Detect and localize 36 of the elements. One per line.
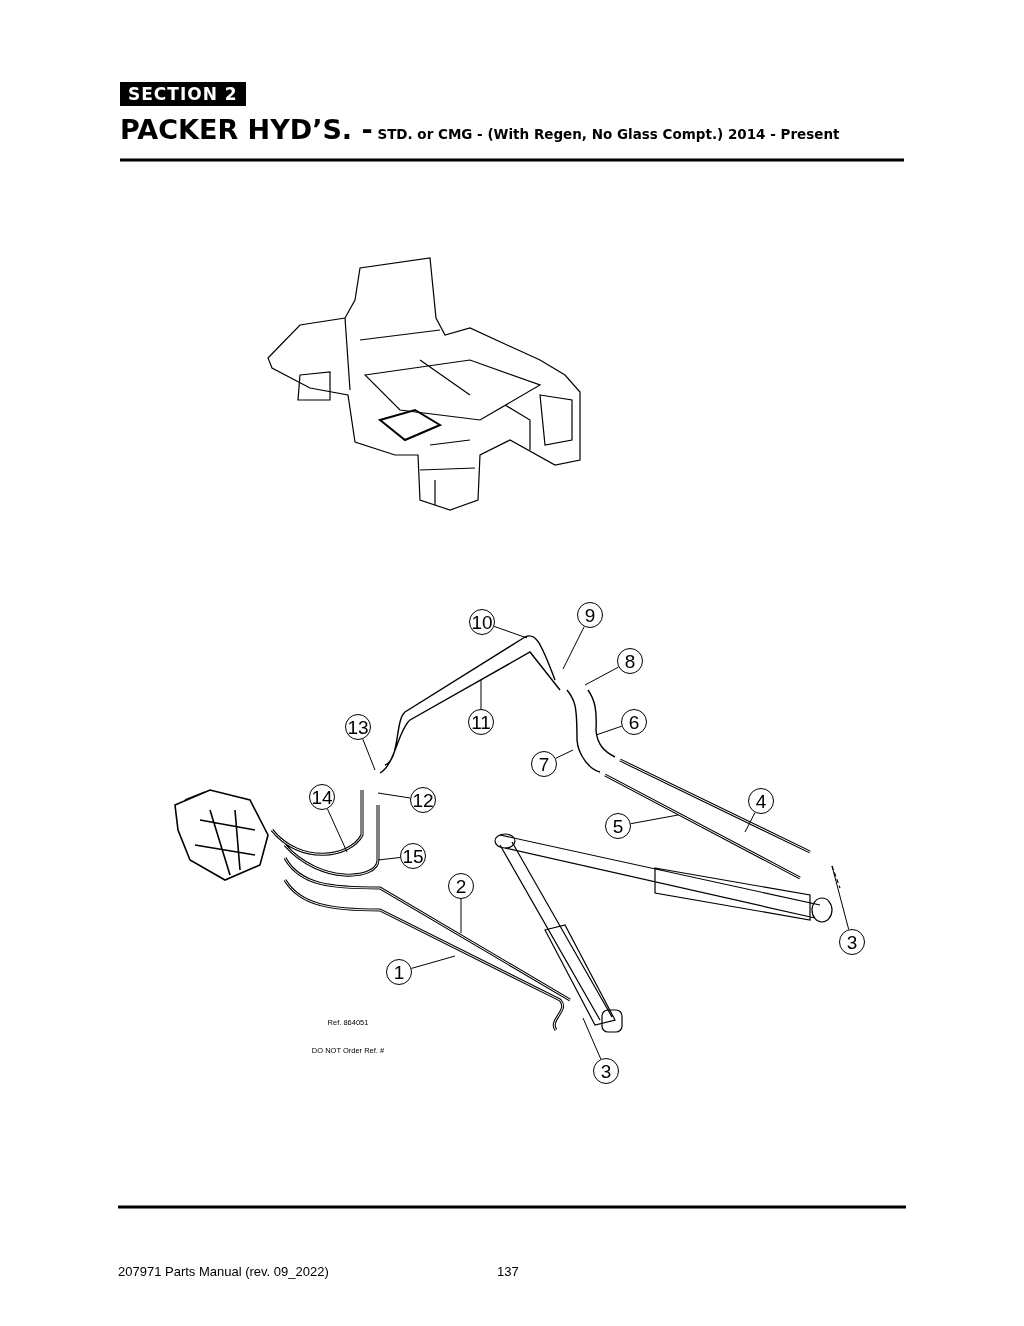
leader-line (326, 808, 348, 853)
callout-number: 2 (448, 873, 474, 899)
section-tag: SECTION 2 (120, 82, 246, 106)
leader-line (744, 812, 756, 833)
callout-number: 15 (400, 843, 426, 869)
callout-number: 10 (469, 609, 495, 635)
leader-line (630, 814, 679, 825)
callout-number: 12 (410, 787, 436, 813)
leader-line (480, 679, 482, 710)
leader-line (362, 738, 376, 771)
callout-number: 11 (468, 709, 494, 735)
callout-number: 3 (839, 929, 865, 955)
leader-line (584, 666, 619, 686)
page-title: PACKER HYD’S. - STD. or CMG - (With Regen, No Glass Compt.) 2014 - Present (120, 114, 840, 145)
footer-text: 207971 Parts Manual (rev. 09_2022) (118, 1264, 329, 1279)
callout-number: 8 (617, 648, 643, 674)
callout-number: 14 (309, 784, 335, 810)
leader-line (595, 725, 623, 736)
leader-line (555, 749, 574, 759)
page-number: 137 (497, 1264, 519, 1279)
leader-line (582, 1017, 602, 1060)
callout-number: 7 (531, 751, 557, 777)
callout-number: 9 (577, 602, 603, 628)
leader-line (377, 792, 411, 799)
callout-number: 13 (345, 714, 371, 740)
callout-number: 4 (748, 788, 774, 814)
leader-line (493, 625, 528, 639)
callout-number: 3 (593, 1058, 619, 1084)
callout-number: 6 (621, 709, 647, 735)
callout-number: 1 (386, 959, 412, 985)
leader-line (377, 857, 401, 861)
callout-number: 5 (605, 813, 631, 839)
leader-line (460, 898, 462, 934)
leader-line (562, 626, 585, 670)
leader-line (411, 955, 456, 969)
leader-line (831, 865, 850, 930)
